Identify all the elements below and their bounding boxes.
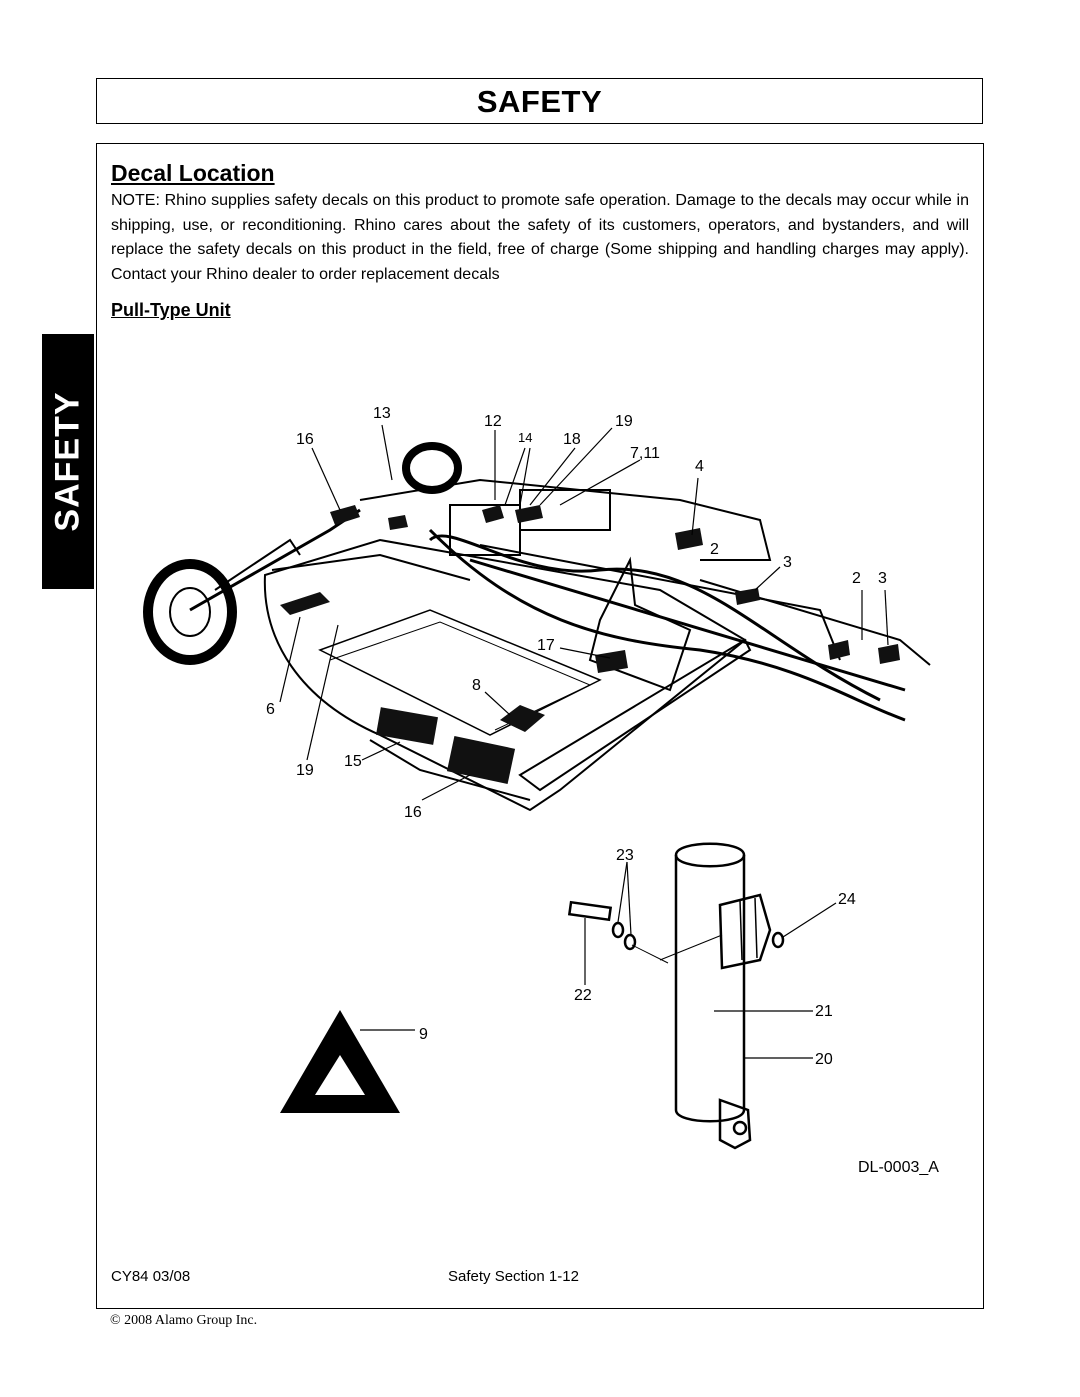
header-banner: SAFETY	[96, 78, 983, 124]
callout-label: 3	[783, 554, 792, 571]
section-title: Decal Location	[111, 160, 275, 186]
callout-label: 7,11	[630, 445, 660, 462]
figure-id: DL-0003_A	[858, 1159, 939, 1176]
callout-label: 16	[404, 804, 422, 821]
callout-label: 9	[419, 1026, 428, 1043]
content-frame	[96, 143, 984, 1309]
callout-label: 18	[563, 431, 581, 448]
subsection-title: Pull-Type Unit	[111, 300, 231, 320]
post-leader-lines	[584, 861, 837, 1059]
jack-post-drawing	[567, 842, 785, 1150]
callout-label: 23	[616, 847, 634, 864]
callout-label: 12	[484, 413, 502, 430]
callout-label: 6	[266, 701, 275, 718]
copyright-notice: © 2008 Alamo Group Inc.	[110, 1313, 258, 1328]
smv-triangle-emblem	[280, 1010, 400, 1113]
footer-page-ref: Safety Section 1-12	[448, 1268, 579, 1285]
callout-label: 15	[344, 753, 362, 770]
callout-label: 17	[537, 637, 555, 654]
left-wheel-hub	[169, 587, 211, 637]
mower-drawing	[189, 478, 931, 812]
callout-label: 19	[615, 413, 633, 430]
callout-label: 21	[815, 1003, 833, 1020]
callout-label: 2	[710, 541, 719, 558]
note-paragraph: NOTE: Rhino supplies safety decals on th…	[111, 192, 969, 283]
left-wheel	[143, 559, 237, 665]
callout-label: 2	[852, 570, 861, 587]
leader-lines	[279, 424, 889, 801]
footer-model-date: CY84 03/08	[111, 1268, 191, 1285]
callout-label: 13	[373, 405, 391, 422]
callout-label: 14	[518, 430, 532, 445]
page-header-title: SAFETY	[476, 84, 603, 119]
callout-label: 24	[838, 891, 856, 908]
callout-label: 22	[574, 987, 592, 1004]
side-section-tab: SAFETY	[42, 334, 94, 589]
callout-label: 3	[878, 570, 887, 587]
callout-label: 4	[695, 458, 704, 475]
decal-patches	[280, 505, 900, 785]
callout-label: 8	[472, 677, 481, 694]
callout-label: 16	[296, 431, 314, 448]
callout-label: 19	[296, 762, 314, 779]
callout-label: 20	[815, 1051, 833, 1068]
rear-wheel	[402, 442, 462, 494]
